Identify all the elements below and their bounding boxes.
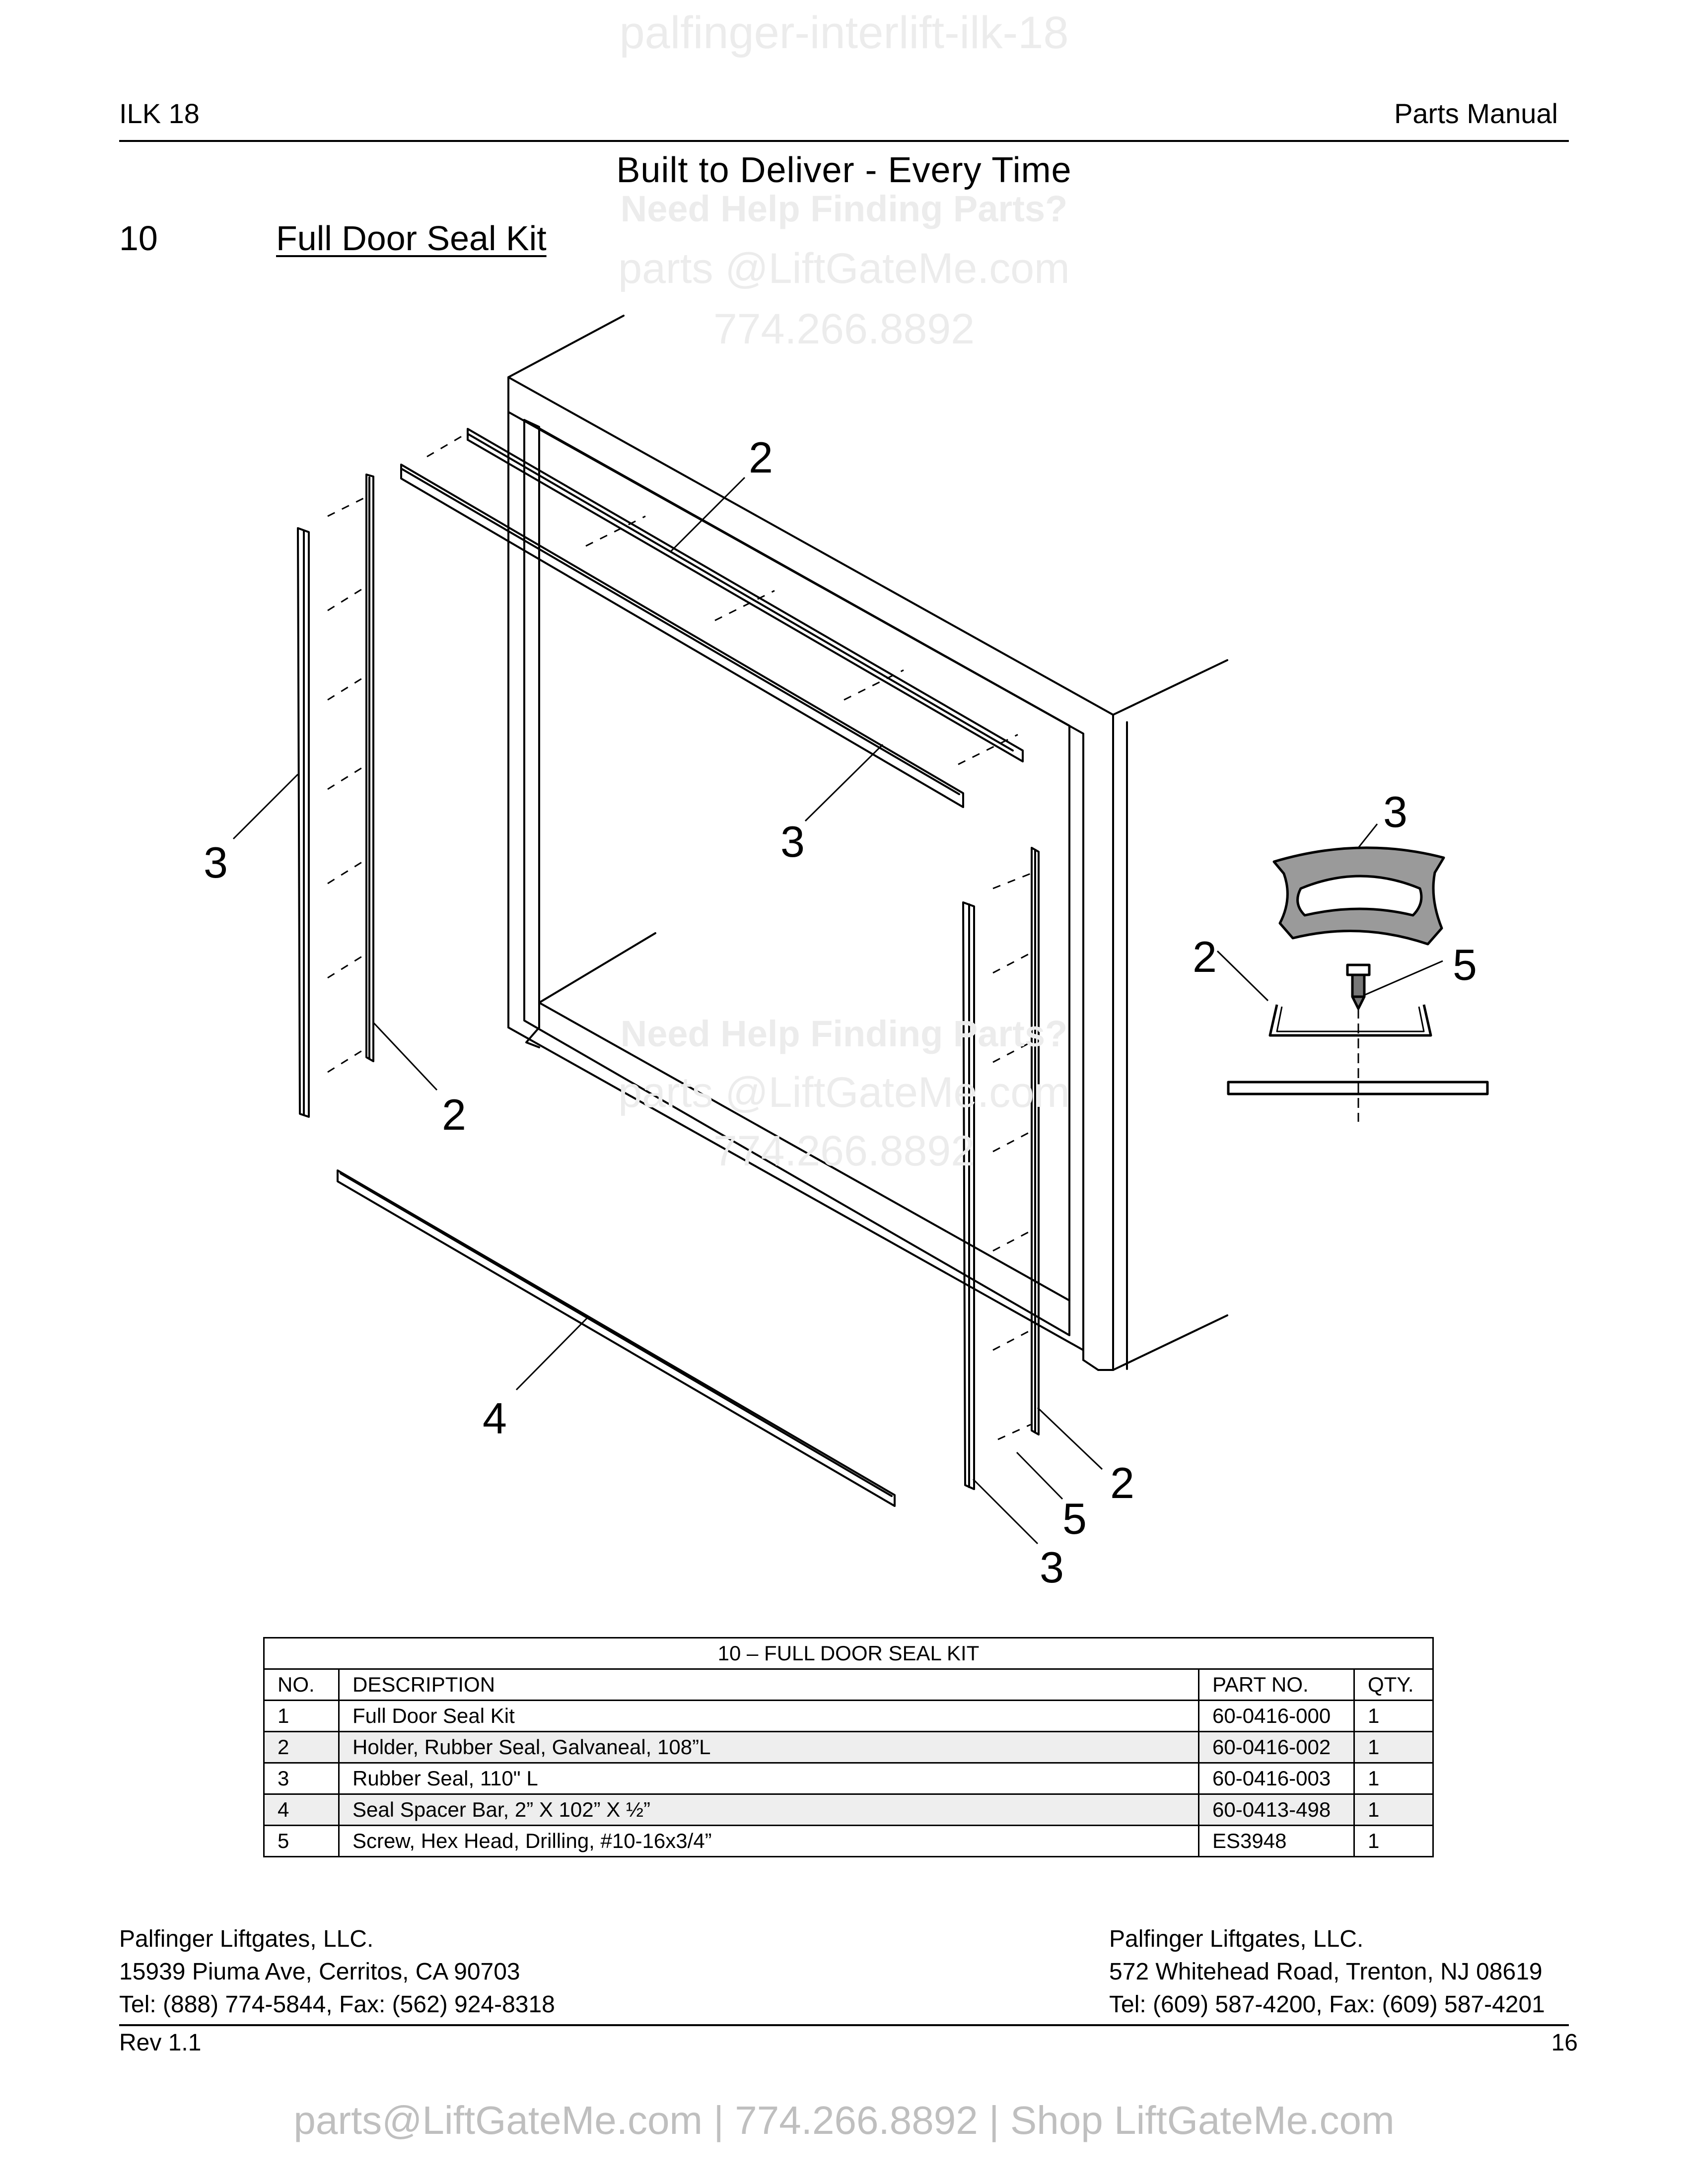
watermark-email: parts @LiftGateMe.com — [618, 245, 1070, 292]
footer-rule — [119, 2024, 1569, 2026]
table-row: 3 Rubber Seal, 110" L 60-0416-003 1 — [263, 1762, 1434, 1795]
table-row: 4 Seal Spacer Bar, 2” X 102” X ½” 60-041… — [263, 1793, 1434, 1826]
cell-part-no: 60-0413-498 — [1198, 1793, 1355, 1826]
parts-table: 10 – FULL DOOR SEAL KIT NO. DESCRIPTION … — [263, 1637, 1434, 1857]
cell-no: 5 — [263, 1825, 340, 1857]
cell-part-no: 60-0416-003 — [1198, 1762, 1355, 1795]
header-manual-title: Parts Manual — [1394, 98, 1558, 129]
callout-3-detail-seal: 3 — [1383, 787, 1407, 836]
callout-5-screw: 5 — [1062, 1494, 1087, 1543]
cell-part-no: ES3948 — [1198, 1825, 1355, 1857]
header-model: ILK 18 — [119, 98, 200, 129]
watermark-phone: 774.266.8892 — [713, 305, 975, 353]
footer-address-west: Palfinger Liftgates, LLC. 15939 Piuma Av… — [119, 1923, 555, 2021]
footer-phone: Tel: (888) 774-5844, Fax: (562) 924-8318 — [119, 1991, 555, 2018]
cell-description: Full Door Seal Kit — [338, 1700, 1199, 1732]
cell-no: 1 — [263, 1700, 340, 1732]
watermark-help-2: Need Help Finding Parts? — [620, 1013, 1068, 1054]
cell-qty: 1 — [1353, 1700, 1434, 1732]
column-header-no: NO. — [263, 1668, 340, 1701]
footer-street: 572 Whitehead Road, Trenton, NJ 08619 — [1109, 1959, 1543, 1985]
exploded-view-drawing: 2 3 3 2 4 2 5 3 3 2 5 — [204, 315, 1489, 1592]
table-row: 1 Full Door Seal Kit 60-0416-000 1 — [263, 1700, 1434, 1732]
callout-2-right-holder: 2 — [1110, 1458, 1134, 1507]
callout-3-left-seal: 3 — [204, 838, 228, 887]
header-rule — [119, 140, 1569, 142]
cell-description: Seal Spacer Bar, 2” X 102” X ½” — [338, 1793, 1199, 1826]
cell-qty: 1 — [1353, 1762, 1434, 1795]
callout-2-left-holder: 2 — [442, 1090, 466, 1139]
cell-no: 4 — [263, 1793, 340, 1826]
callout-5-detail-screw: 5 — [1453, 940, 1477, 989]
cell-qty: 1 — [1353, 1825, 1434, 1857]
footer-company: Palfinger Liftgates, LLC. — [119, 1926, 374, 1952]
table-row: 5 Screw, Hex Head, Drilling, #10-16x3/4”… — [263, 1825, 1434, 1857]
footer-company: Palfinger Liftgates, LLC. — [1109, 1926, 1364, 1952]
callout-2-top-holder: 2 — [749, 433, 773, 482]
cell-description: Screw, Hex Head, Drilling, #10-16x3/4” — [338, 1825, 1199, 1857]
section-number: 10 — [119, 219, 158, 258]
cell-part-no: 60-0416-002 — [1198, 1731, 1355, 1764]
parts-table-caption: 10 – FULL DOOR SEAL KIT — [263, 1637, 1434, 1670]
parts-table-header: NO. DESCRIPTION PART NO. QTY. — [263, 1668, 1434, 1701]
revision: Rev 1.1 — [119, 2030, 202, 2056]
tagline: Built to Deliver - Every Time — [616, 150, 1072, 190]
callout-4-spacer-bar: 4 — [483, 1394, 507, 1443]
watermark-email-2: parts @LiftGateMe.com — [618, 1069, 1070, 1116]
callout-3-top-seal: 3 — [780, 817, 805, 866]
cell-description: Holder, Rubber Seal, Galvaneal, 108”L — [338, 1731, 1199, 1764]
footer-phone: Tel: (609) 587-4200, Fax: (609) 587-4201 — [1109, 1991, 1545, 2018]
watermark-phone-2: 774.266.8892 — [713, 1127, 975, 1175]
footer-street: 15939 Piuma Ave, Cerritos, CA 90703 — [119, 1959, 520, 1985]
cell-part-no: 60-0416-000 — [1198, 1700, 1355, 1732]
cell-no: 3 — [263, 1762, 340, 1795]
callout-3-right-seal: 3 — [1040, 1543, 1064, 1592]
column-header-description: DESCRIPTION — [338, 1668, 1199, 1701]
table-row: 2 Holder, Rubber Seal, Galvaneal, 108”L … — [263, 1731, 1434, 1764]
watermark-title: palfinger-interlift-ilk-18 — [619, 7, 1069, 58]
column-header-qty: QTY. — [1353, 1668, 1434, 1701]
footer-address-east: Palfinger Liftgates, LLC. 572 Whitehead … — [1109, 1923, 1545, 2021]
section-title: Full Door Seal Kit — [276, 219, 547, 258]
column-header-part-no: PART NO. — [1198, 1668, 1355, 1701]
cell-description: Rubber Seal, 110" L — [338, 1762, 1199, 1795]
cell-no: 2 — [263, 1731, 340, 1764]
callout-2-detail-holder: 2 — [1193, 932, 1217, 981]
page-number: 16 — [1551, 2030, 1578, 2056]
watermark-help: Need Help Finding Parts? — [620, 188, 1068, 229]
cell-qty: 1 — [1353, 1731, 1434, 1764]
contact-line: parts@LiftGateMe.com | 774.266.8892 | Sh… — [293, 2098, 1395, 2142]
cell-qty: 1 — [1353, 1793, 1434, 1826]
